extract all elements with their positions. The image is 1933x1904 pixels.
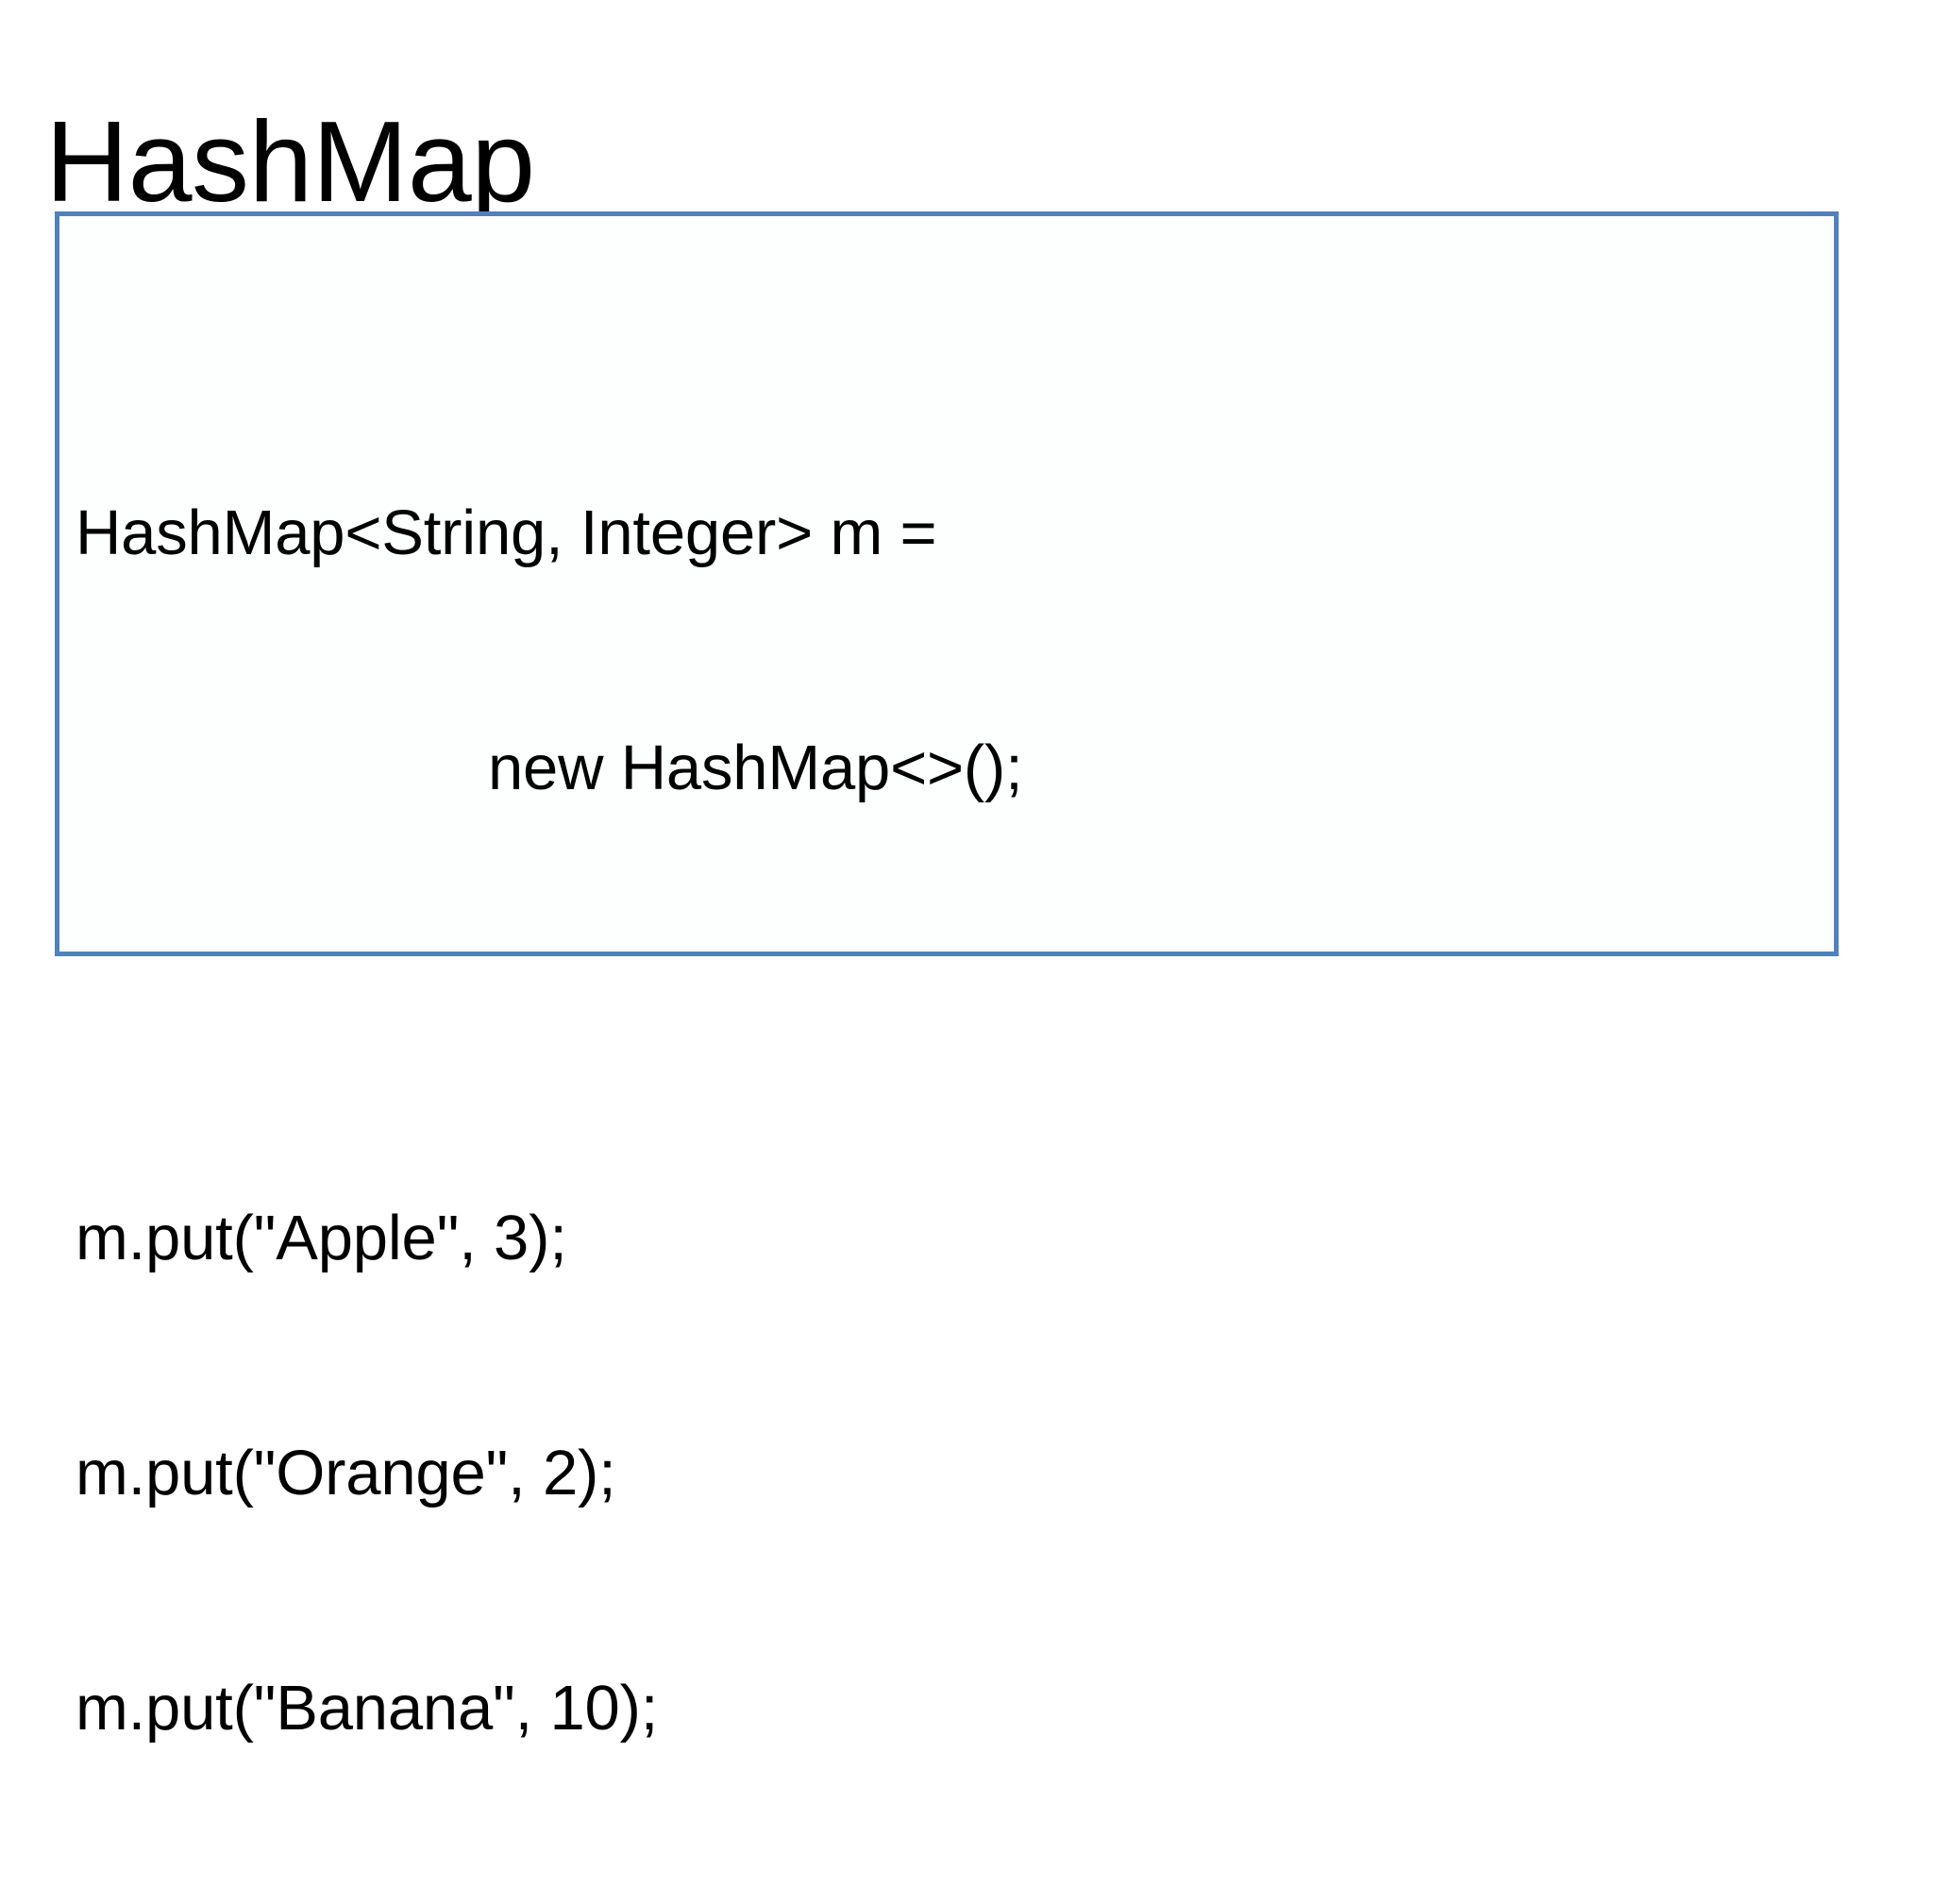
code-line-put-banana: m.put("Banana", 10); — [76, 1673, 659, 1744]
code-line-spacer — [76, 964, 1824, 1042]
code-line-put-orange: m.put("Orange", 2); — [76, 1438, 616, 1508]
code-block: HashMap<String, Integer> m = new HashMap… — [76, 337, 1824, 1904]
code-line-declaration: HashMap<String, Integer> m = — [76, 497, 937, 568]
code-snippet-box: HashMap<String, Integer> m = new HashMap… — [55, 211, 1839, 1744]
code-line-instantiation: new HashMap<>(); — [488, 733, 1023, 803]
slide-canvas: HashMap HashMap<String, Integer> m = new… — [45, 96, 1839, 1744]
page-title: HashMap — [45, 96, 535, 226]
code-line-put-apple: m.put("Apple", 3); — [76, 1203, 567, 1273]
